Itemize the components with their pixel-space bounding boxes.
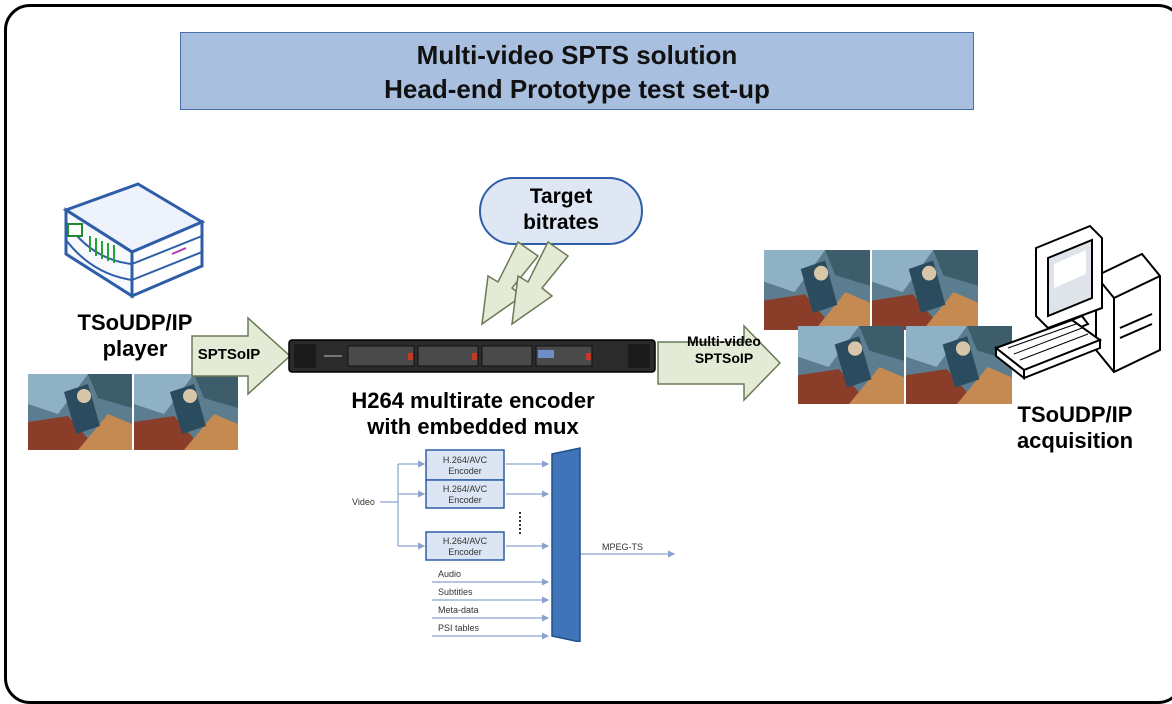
- video-input-label: Video: [352, 497, 375, 507]
- output-arrow: [657, 324, 782, 402]
- subtitles-input-label: Subtitles: [438, 587, 473, 597]
- encoder-caption: H264 multirate encoder with embedded mux: [300, 388, 646, 440]
- encoder-block-title: H.264/AVC: [443, 455, 488, 465]
- encoder-server-icon: [288, 339, 656, 373]
- player-label-line-1: TSoUDP/IP: [77, 310, 193, 335]
- audio-input-label: Audio: [438, 569, 461, 579]
- target-bitrates-line-2: bitrates: [523, 211, 599, 234]
- output-video-thumbnail: [872, 250, 978, 330]
- acquisition-label-line-2: acquisition: [1016, 428, 1134, 453]
- title-line-2: Head-end Prototype test set-up: [384, 74, 770, 104]
- acquisition-label: TSoUDP/IP acquisition: [1000, 402, 1150, 454]
- encoder-caption-line-1: H264 multirate encoder: [351, 388, 595, 413]
- encoder-block: H.264/AVC Encoder: [443, 536, 488, 557]
- encoder-block-title: H.264/AVC: [443, 484, 488, 494]
- input-arrow-label: SPTSoIP: [197, 346, 261, 363]
- encoder-block-subtitle: Encoder: [448, 495, 482, 505]
- player-device-icon: [62, 182, 206, 299]
- psi-tables-input-label: PSI tables: [438, 623, 480, 633]
- output-arrow-label: Multi-video SPTSoIP: [664, 333, 784, 367]
- target-bitrates-line-1: Target: [529, 185, 593, 208]
- input-video-thumbnail: [134, 374, 238, 450]
- mpeg-ts-output-label: MPEG-TS: [602, 542, 643, 552]
- bitrate-arrows: [481, 240, 570, 326]
- title-line-1: Multi-video SPTS solution: [416, 40, 738, 70]
- output-arrow-label-line-1: Multi-video: [687, 333, 761, 349]
- acquisition-label-line-1: TSoUDP/IP: [1017, 402, 1133, 427]
- title-banner: Multi-video SPTS solution Head-end Proto…: [180, 32, 974, 110]
- encoder-block-title: H.264/AVC: [443, 536, 488, 546]
- output-video-thumbnail: [798, 326, 904, 404]
- output-arrow-label-line-2: SPTSoIP: [694, 350, 754, 366]
- acquisition-computer-icon: [993, 224, 1161, 381]
- output-video-thumbnail: [764, 250, 870, 330]
- input-arrow: [191, 316, 292, 396]
- encoder-block-diagram: Video H.264/AVC Encoder H.264/AVC Encode…: [352, 447, 676, 642]
- player-label-line-2: player: [102, 336, 168, 361]
- encoder-block-subtitle: Encoder: [448, 466, 482, 476]
- player-label: TSoUDP/IP player: [60, 310, 210, 362]
- encoder-caption-line-2: with embedded mux: [367, 414, 579, 439]
- encoder-block: H.264/AVC Encoder: [443, 455, 488, 476]
- encoder-block: H.264/AVC Encoder: [443, 484, 488, 505]
- input-video-thumbnail: [28, 374, 132, 450]
- target-bitrates-bubble: [479, 177, 643, 245]
- encoder-block-subtitle: Encoder: [448, 547, 482, 557]
- target-bitrates-label: Target bitrates: [478, 184, 644, 236]
- metadata-input-label: Meta-data: [438, 605, 479, 615]
